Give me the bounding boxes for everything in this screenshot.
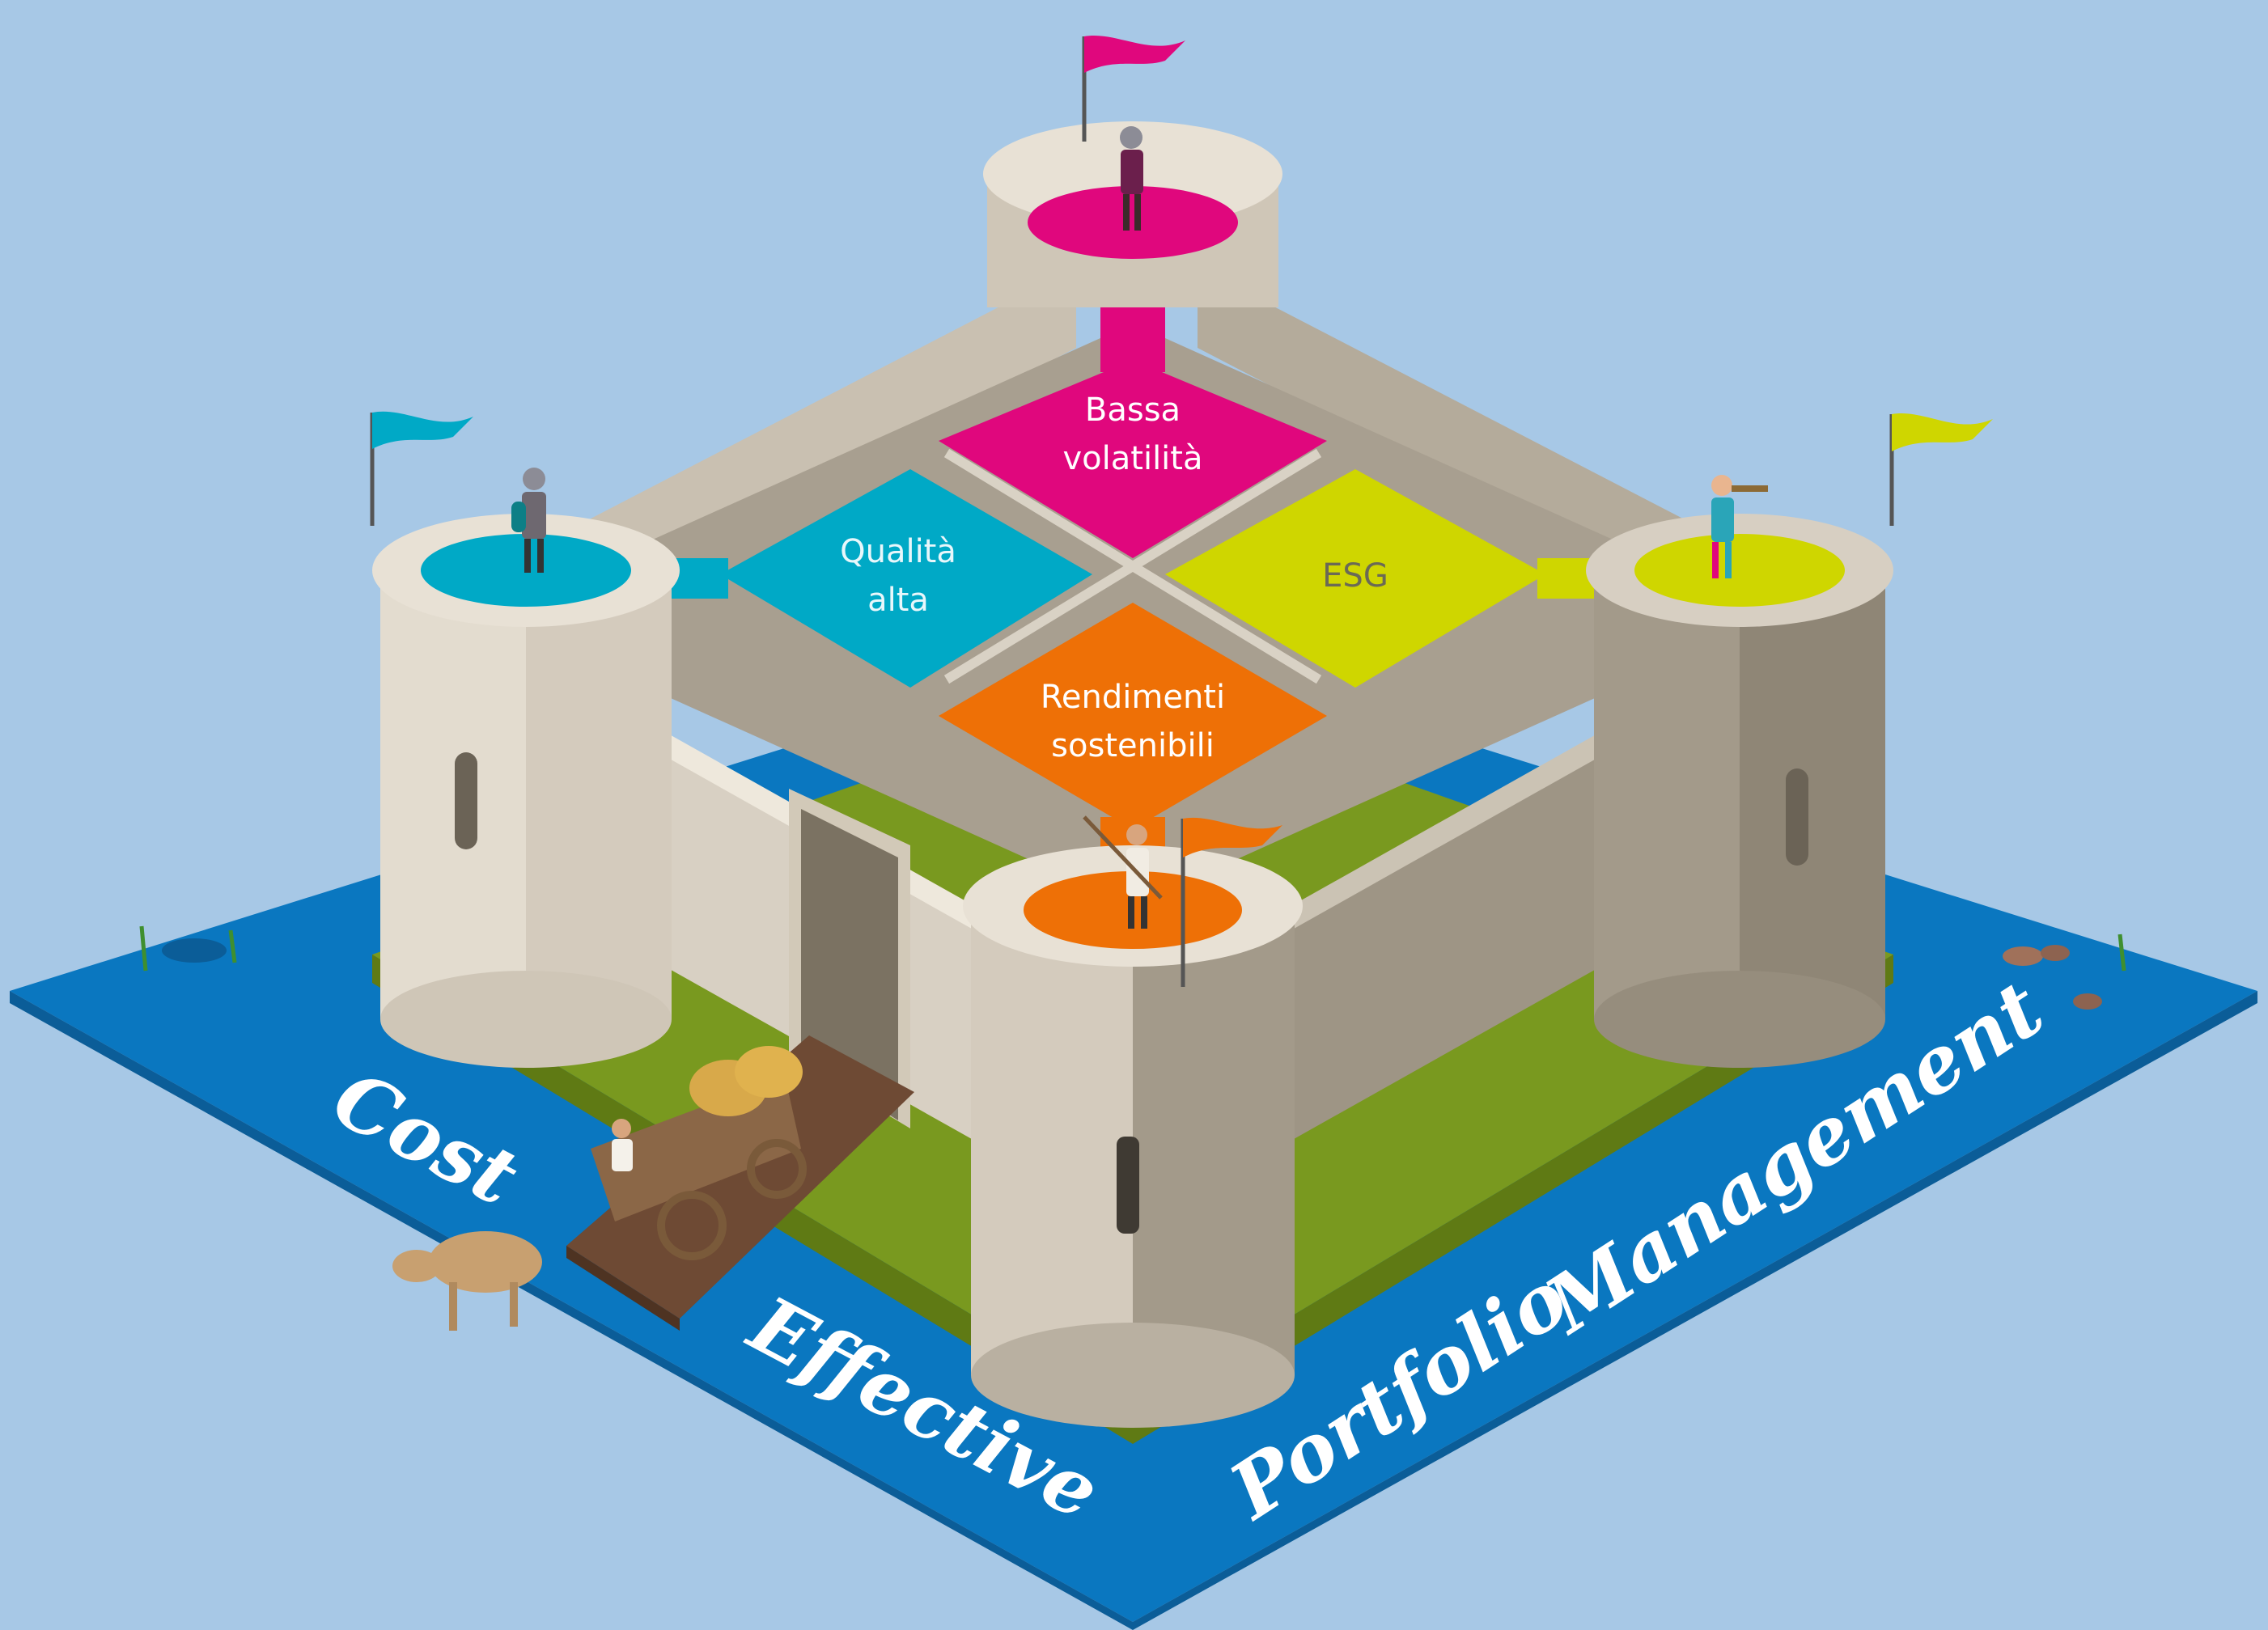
flag-left	[370, 411, 473, 526]
drawbridge	[566, 1035, 914, 1319]
tower-right	[1586, 514, 1893, 1068]
zone-bottom-line1: Rendimenti	[1041, 679, 1225, 716]
flag-top	[1082, 35, 1185, 142]
zone-right-diamond	[1165, 469, 1545, 688]
zone-top-diamond	[939, 360, 1327, 558]
zone-right-line1: ESG	[1322, 557, 1388, 595]
zone-top-line1: Bassa	[1085, 392, 1181, 429]
jester-figure-right	[1711, 475, 1768, 578]
knight-figure-left	[511, 468, 546, 573]
flag-front	[1181, 817, 1282, 987]
tower-top	[983, 121, 1282, 307]
zone-bottom-diamond	[939, 603, 1327, 829]
zone-left-diamond	[720, 469, 1092, 688]
horse-cart	[392, 1046, 807, 1331]
castle-gate	[801, 809, 898, 1120]
reeds-left	[139, 925, 237, 972]
zone-left-line1: Qualità	[840, 533, 956, 570]
knight-figure-top	[1120, 126, 1143, 231]
tower-front-window	[1117, 1137, 1139, 1234]
rocks-right	[2003, 934, 2126, 1010]
flag-right	[1889, 413, 1993, 526]
tower-left-window	[455, 752, 477, 849]
zone-bottom-line2: sostenibili	[1051, 727, 1215, 764]
tower-right-window	[1786, 768, 1808, 866]
tower-front	[963, 845, 1303, 1428]
cross-path-2	[943, 448, 1322, 684]
zone-left-line2: alta	[867, 582, 929, 619]
tower-left	[372, 514, 680, 1068]
peasant-figure-front	[1083, 815, 1163, 929]
zone-top-line2: volatilità	[1063, 440, 1203, 477]
drawbridge-edge	[566, 1246, 680, 1331]
